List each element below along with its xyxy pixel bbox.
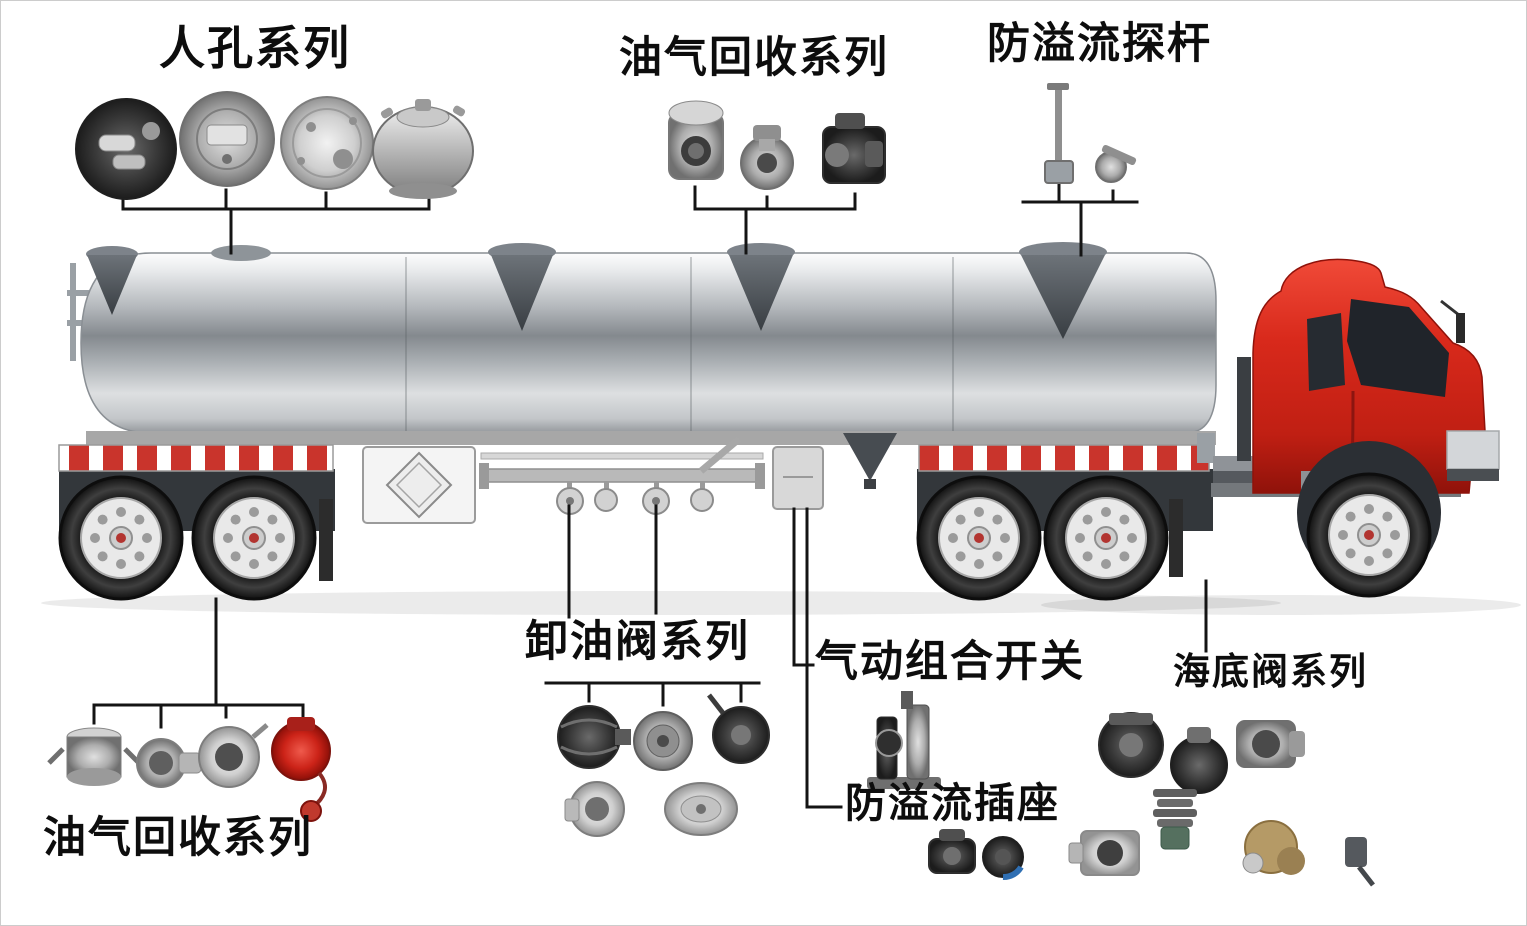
wheel: [915, 474, 1043, 602]
callout-pneumatic: [792, 507, 815, 667]
tractor-cab: [1211, 258, 1500, 599]
label-manhole-series: 人孔系列: [159, 21, 351, 75]
toolbox: [362, 446, 476, 524]
discharge-piping: [479, 436, 765, 515]
seabed-part-2: [1170, 727, 1228, 794]
vapor-adapter-3: [198, 723, 269, 788]
guard-rail-right: [918, 444, 1210, 472]
wheel: [57, 474, 185, 602]
manhole-part-1: [75, 98, 177, 200]
windshield: [1347, 299, 1449, 397]
overflow-socket-parts-group: [928, 829, 1024, 880]
label-overflow-probe-rod: 防溢流探杆: [987, 19, 1212, 69]
guard-rail-left: [58, 444, 334, 472]
mud-flap-right: [1169, 499, 1183, 577]
callout-vapor-bottom: [92, 597, 305, 729]
wheel: [1042, 474, 1170, 602]
manhole-parts-group: [75, 91, 474, 200]
seabed-part-3: [1236, 720, 1305, 768]
seabed-part-1: [1098, 712, 1164, 778]
socket-part-1: [928, 829, 976, 874]
callout-lines: [92, 183, 1208, 809]
callout-manhole: [121, 188, 431, 255]
callout-vapor-top: [693, 185, 857, 255]
vapor-top-part-3: [822, 113, 886, 184]
seabed-valve-on-truck: [843, 433, 897, 489]
tank-trailer: [67, 242, 1217, 434]
vapor-top-part-1: [668, 100, 724, 180]
seabed-part-7: [1345, 837, 1375, 887]
callout-unloading: [544, 504, 761, 707]
seabed-part-6-brass: [1242, 820, 1305, 875]
tank-top-fittings: [86, 242, 1107, 339]
label-overflow-socket: 防溢流插座: [845, 779, 1060, 827]
callout-socket: [805, 507, 843, 809]
label-unloading-valve-series: 卸油阀系列: [525, 617, 750, 667]
wheel: [190, 474, 318, 602]
label-vapor-recovery-bottom: 油气回收系列: [43, 813, 313, 863]
unloading-part-3: [707, 693, 770, 764]
label-vapor-recovery-top: 油气回收系列: [619, 33, 889, 83]
vapor-recovery-bottom-parts-group: [47, 717, 331, 822]
mirror: [1440, 299, 1465, 343]
unloading-part-1: [557, 705, 631, 769]
seabed-valve-parts-group: [1068, 712, 1375, 887]
label-seabed-valve-series: 海底阀系列: [1173, 650, 1368, 693]
overflow-probe-parts-group: [1044, 83, 1137, 184]
vapor-top-part-2: [740, 125, 794, 190]
side-window: [1307, 313, 1345, 391]
red-dust-cap: [271, 717, 331, 822]
unloading-part-4: [564, 781, 625, 837]
manhole-part-3: [280, 96, 374, 190]
seabed-part-4-spring: [1153, 789, 1197, 850]
label-pneumatic-combo-switch: 气动组合开关: [815, 637, 1085, 687]
wheel: [1305, 471, 1433, 599]
manhole-part-2: [179, 91, 275, 187]
front-bumper: [1446, 430, 1500, 470]
camlock-coupling-1: [47, 727, 141, 786]
pneumatic-cabinet: [772, 446, 824, 510]
camlock-coupling-2: [136, 738, 202, 788]
mud-flap-left: [319, 499, 333, 581]
seabed-part-5-flanged: [1068, 830, 1140, 876]
unloading-valve-parts-group: [557, 693, 770, 837]
callout-probe: [1021, 183, 1139, 257]
vapor-recovery-top-parts-group: [668, 100, 886, 190]
unloading-part-5: [664, 782, 738, 836]
pneumatic-switch-parts-group: [867, 691, 941, 789]
manhole-part-4: [372, 99, 474, 199]
socket-part-2: [982, 836, 1024, 880]
unloading-part-2: [633, 711, 693, 771]
